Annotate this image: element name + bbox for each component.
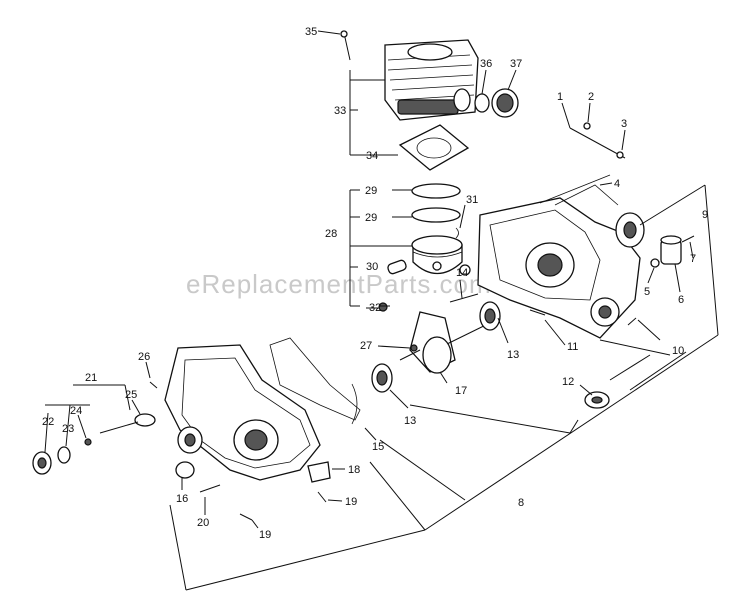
part-36-ring	[474, 93, 490, 113]
callout-30: 30	[366, 261, 378, 273]
part-25-valve	[99, 413, 156, 434]
part-15-gasket	[269, 337, 361, 421]
part-7-screw	[681, 235, 695, 243]
part-24-spring	[84, 438, 92, 446]
part-19-screw-b	[239, 513, 253, 521]
callout-23: 23	[62, 423, 74, 435]
part-32-bearing	[378, 302, 388, 312]
part-10-pin	[627, 317, 637, 326]
callout-17: 17	[455, 385, 467, 397]
part-20-screw	[199, 484, 221, 493]
callout-25: 25	[125, 389, 137, 401]
part-18-bracket	[307, 461, 331, 483]
part-15-gasket-edge	[351, 383, 358, 425]
part-27-key	[410, 344, 418, 352]
callout-19-bottom: 19	[259, 529, 271, 541]
callout-5: 5	[644, 286, 650, 298]
part-30-piston-pin	[387, 259, 407, 275]
callout-18: 18	[348, 464, 360, 476]
callout-37: 37	[510, 58, 522, 70]
callout-36: 36	[480, 58, 492, 70]
callout-10: 10	[672, 345, 684, 357]
part-26-screw	[149, 381, 158, 389]
callout-6: 6	[678, 294, 684, 306]
part-29-piston-ring-lower	[411, 207, 461, 223]
callout-26: 26	[138, 351, 150, 363]
part-23-oring	[57, 446, 71, 464]
part-13-bearing-left	[371, 363, 393, 393]
leader-lines	[44, 30, 719, 591]
callout-16: 16	[176, 493, 188, 505]
callout-9: 9	[702, 209, 708, 221]
callout-27: 27	[360, 340, 372, 352]
callout-28: 28	[325, 228, 337, 240]
part-19-screw-a	[317, 491, 327, 503]
part-31-circlip-2	[459, 264, 471, 276]
callout-19-right: 19	[345, 496, 357, 508]
callout-31: 31	[466, 194, 478, 206]
callout-21: 21	[85, 372, 97, 384]
cylinder-assembly	[384, 39, 479, 121]
callout-33: 33	[334, 105, 346, 117]
crankcase-right-half	[477, 184, 641, 339]
part-34-gasket	[398, 124, 470, 171]
callout-35: 35	[305, 26, 317, 38]
callout-2: 2	[588, 91, 594, 103]
part-1-3-adjuster	[569, 122, 626, 159]
part-11-pin	[529, 309, 546, 316]
watermark-text: eReplacementParts.com	[186, 269, 492, 299]
part-9-seal	[615, 212, 645, 248]
part-14-pin	[449, 293, 479, 303]
part-12-buffer	[584, 391, 610, 409]
crankcase-left-half	[164, 344, 321, 481]
callout-12: 12	[562, 376, 574, 388]
callout-13-right: 13	[507, 349, 519, 361]
part-35-bolt	[340, 30, 351, 61]
part-28-piston	[411, 235, 463, 275]
callout-14: 14	[456, 267, 468, 279]
callout-11: 11	[567, 341, 578, 353]
part-16-seal	[175, 461, 195, 479]
part-22-cap	[32, 451, 52, 475]
callout-7: 7	[690, 253, 696, 265]
callout-4: 4	[614, 178, 620, 190]
callout-3: 3	[621, 118, 627, 130]
callout-32: 32	[369, 302, 381, 314]
callout-numbers: 35 33 34 36 37 29 29 28 30 31 32 14 1 2 …	[42, 26, 708, 541]
callout-22: 22	[42, 416, 54, 428]
callout-13-left: 13	[404, 415, 416, 427]
callout-8: 8	[518, 497, 524, 509]
callout-1: 1	[557, 91, 563, 103]
part-5-washer	[650, 258, 660, 268]
callout-29-lower: 29	[365, 212, 377, 224]
callout-34: 34	[366, 150, 378, 162]
callout-29-upper: 29	[365, 185, 377, 197]
part-17-crankshaft	[399, 311, 501, 374]
part-6-buffer	[660, 235, 682, 265]
part-29-piston-ring-upper	[411, 183, 461, 199]
callout-24: 24	[70, 405, 82, 417]
callout-15: 15	[372, 441, 384, 453]
callout-20: 20	[197, 517, 209, 529]
part-31-circlip	[455, 227, 459, 239]
part-37-intake-boot	[491, 88, 519, 118]
part-4-stud	[539, 174, 611, 204]
part-13-bearing-right	[479, 301, 501, 331]
